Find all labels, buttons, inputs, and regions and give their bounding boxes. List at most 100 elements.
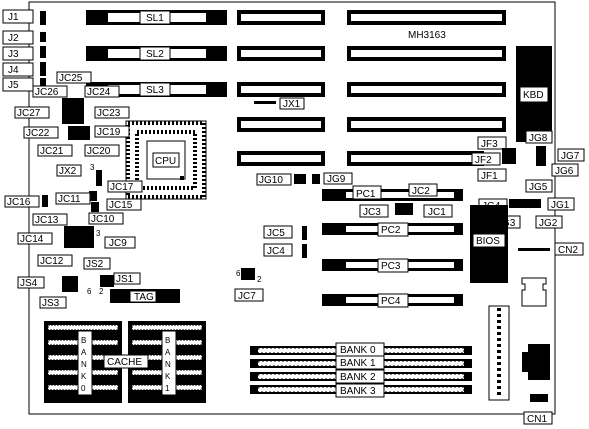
jc24-box (84, 85, 120, 98)
model-label: MH3163 (408, 30, 446, 41)
js-pin-6: 6 (87, 287, 92, 296)
j3-label: J3 (8, 49, 19, 60)
cpu-box (152, 152, 180, 168)
jc24-label: JC24 (87, 87, 111, 98)
jc3-jc1-pins (395, 203, 413, 215)
mid-slot-5-gap (241, 155, 321, 162)
cpu-socket: CPU (125, 120, 207, 200)
jc17-box (107, 180, 143, 193)
jg2-box (535, 215, 563, 229)
cpu-label: CPU (155, 156, 176, 167)
cache-bank1-letter-1: B (165, 336, 170, 345)
pc4-label: PC4 (381, 296, 401, 307)
cache-bank0-letter-3: N (81, 360, 87, 369)
jg9-label: JG9 (327, 174, 346, 185)
jc14-box (17, 232, 53, 245)
jc21-label: JC21 (40, 146, 64, 157)
jc25-box (56, 71, 92, 84)
jc3-box (359, 204, 389, 218)
simm-banks: BANK 0 BANK 1 BANK 2 BANK 3 (250, 342, 472, 398)
jc15-box (106, 198, 142, 211)
cache-bank0-letter-1: B (81, 336, 86, 345)
left-connectors: J1 J2 J3 J4 J5 (2, 9, 46, 92)
jc11-label: JC11 (58, 194, 81, 205)
jc26-box (32, 85, 68, 98)
jg8-label: JG8 (529, 133, 548, 144)
jg5-box (525, 179, 553, 193)
js3-label: JS3 (42, 298, 60, 309)
battery-outline (521, 277, 547, 307)
jx2-area: JX2 3 JC17 JC16 JC11 JC15 (4, 163, 143, 212)
cn2-label: CN2 (558, 245, 578, 256)
j4-box (2, 62, 34, 77)
jc21-box (37, 144, 73, 157)
jc15-label: JC15 (109, 200, 133, 211)
jg2-label: JG2 (539, 218, 558, 229)
pc3-label: PC3 (381, 261, 401, 272)
jc16-label: JC16 (7, 197, 31, 208)
jc12-label: JC12 (40, 256, 64, 267)
pc2-box (377, 222, 409, 237)
cpu-socket-pins-inner (135, 130, 197, 190)
jc27-box (14, 106, 50, 119)
mid-slot-2-gap (241, 50, 321, 57)
cache-box (103, 354, 149, 369)
jx1-label: JX1 (283, 99, 301, 110)
kbd-box (519, 86, 549, 103)
jg10-label: JG10 (259, 175, 283, 186)
jc9-box (104, 236, 136, 249)
jc25-label: JC25 (59, 73, 83, 84)
jc4-pins (302, 244, 307, 258)
cn2-box (554, 242, 584, 256)
j5-connector (40, 78, 46, 90)
bios-label: BIOS (476, 236, 500, 247)
mid-slot-1-gap (241, 14, 321, 21)
pc1-label: PC1 (356, 189, 376, 200)
cache-bank0-letter-2: A (81, 348, 87, 357)
jc22-box (23, 126, 59, 139)
right-slot-4-gap (351, 121, 502, 128)
tag-label: TAG (134, 292, 154, 303)
sl1-box (139, 10, 171, 25)
pc4-box (377, 293, 409, 308)
jc1-box (423, 204, 453, 218)
bank1-box (335, 355, 385, 370)
jx1-pins (254, 101, 276, 104)
js1-pins (100, 275, 114, 287)
j3-box (2, 46, 34, 61)
j5-label: J5 (8, 80, 19, 91)
jc7-pin-6: 6 (236, 269, 241, 278)
jc20-label: JC20 (87, 146, 111, 157)
j1-label: J1 (8, 12, 19, 23)
jg6-label: JG6 (555, 166, 574, 177)
jx2-label: JX2 (59, 166, 77, 177)
cache-bank1-letter-2: A (165, 348, 171, 357)
jg1-label: JG1 (551, 200, 570, 211)
kbd-label: KBD (523, 90, 544, 101)
cache-bank0-box (77, 330, 93, 396)
jc12-box (37, 254, 73, 267)
jc10-pin-number: 3 (96, 229, 101, 238)
j2-box (2, 30, 34, 45)
jc10-label: JC10 (91, 214, 115, 225)
sl1-label: SL1 (146, 13, 164, 24)
jc-top-pins (62, 98, 84, 124)
jc17-label: JC17 (110, 182, 134, 193)
jf2-box (471, 152, 501, 166)
right-slot-3-gap (351, 86, 502, 93)
jc3-label: JC3 (363, 207, 381, 218)
jc19-label: JC19 (97, 127, 121, 138)
jc2-box (408, 183, 438, 197)
jc-bottom-pins (64, 226, 94, 248)
jc19-box (94, 125, 130, 138)
jf1-label: JF1 (481, 171, 498, 182)
js-pin-2: 2 (99, 287, 104, 296)
jc23-label: JC23 (97, 108, 121, 119)
jc13-label: JC13 (35, 215, 59, 226)
jg7-label: JG7 (561, 151, 580, 162)
jc27-label: JC27 (17, 108, 41, 119)
jc-cluster-top: JC25 JC26 JC24 JC27 JC23 JC22 JC19 JC21 … (14, 71, 130, 157)
jc23-box (94, 106, 130, 119)
